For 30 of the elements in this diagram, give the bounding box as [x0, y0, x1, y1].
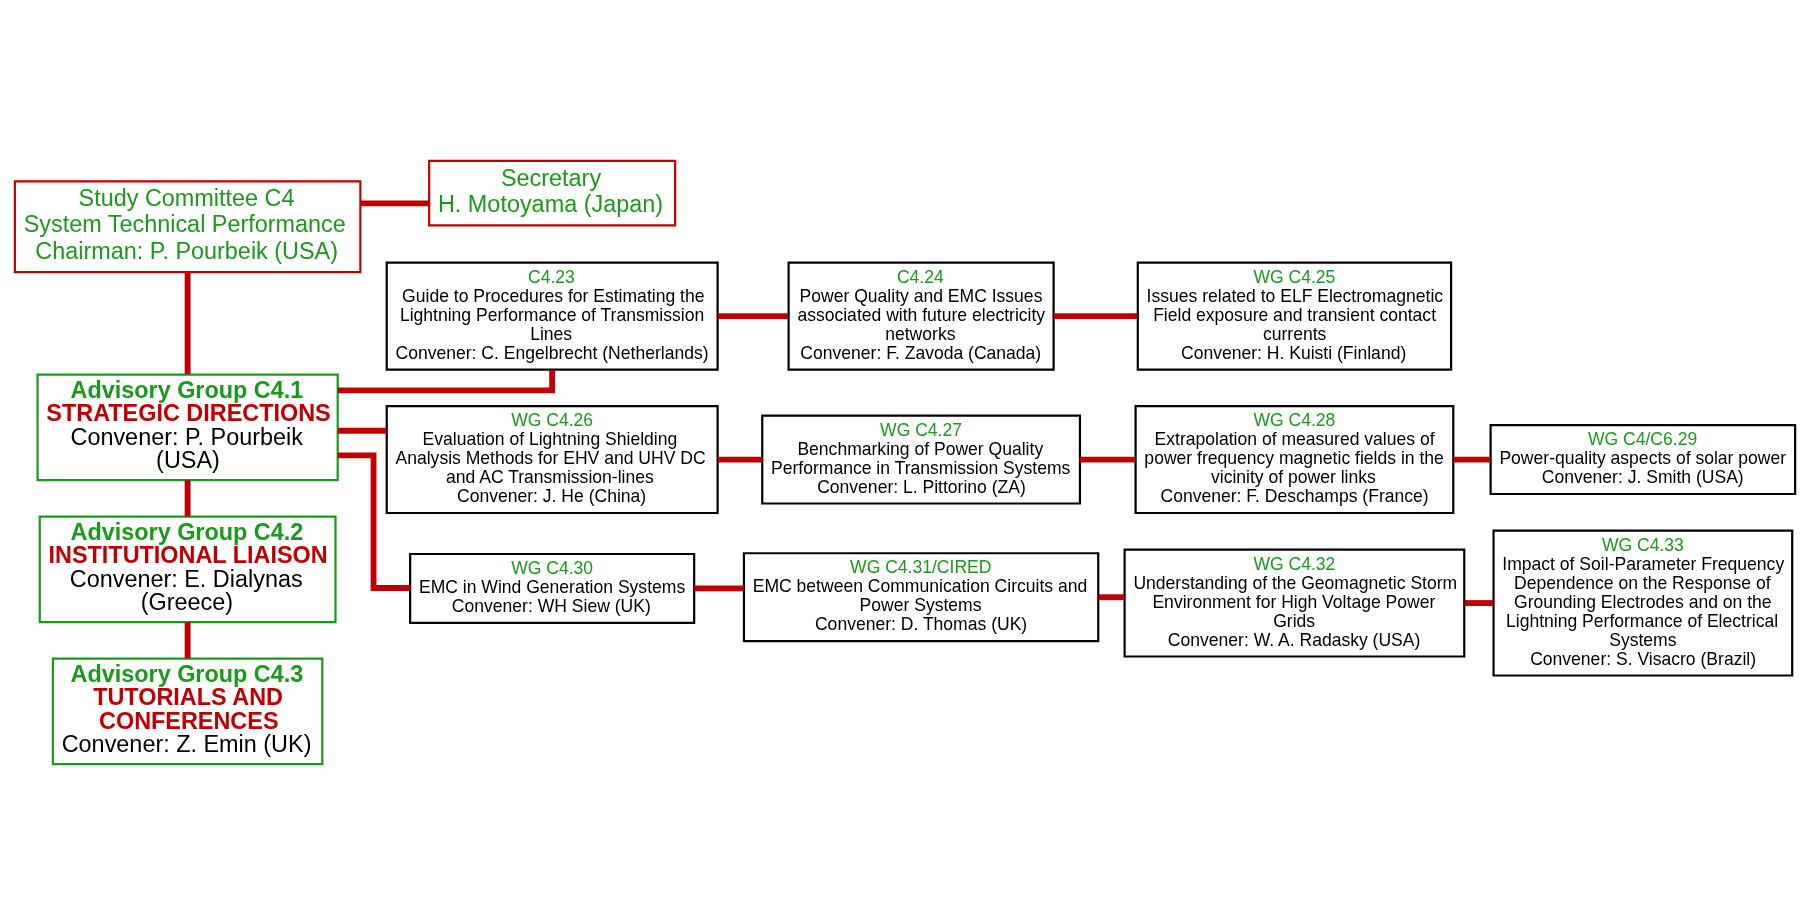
node-box: Secretary H. Motoyama (Japan) — [427, 159, 676, 226]
node-box: WG C4.25 Issues related to ELF Electromagnetic Field exposure and transient contact currents Convener: H. Kuisti (Finland) — [1136, 261, 1452, 371]
connector — [337, 369, 555, 393]
node-box: WG C4.26 Evaluation of Lightning Shielding Analysis Methods for EHV and UHV DC and AC Transmission-lines Convener: J. He (China) — [385, 404, 719, 514]
node-box: C4.24 Power Quality and EMC Issues associated with future electricity networks Convener: F. Zavoda (Canada) — [787, 261, 1055, 371]
connector — [337, 427, 386, 434]
connector — [184, 479, 191, 516]
node-box: Advisory Group C4.1 STRATEGIC DIRECTIONS Convener: P. Pourbeik (USA) — [35, 373, 339, 481]
connector — [1053, 312, 1137, 319]
connector — [1097, 593, 1124, 600]
connector — [184, 621, 191, 658]
node-box: Advisory Group C4.2 INSTITUTIONAL LIAISON Convener: E. Dialynas (Greece) — [38, 515, 337, 623]
node-box: C4.23 Guide to Procedures for Estimating the Lightning Performance of Transmission Lines Convener: C. Engelbrecht (Netherlands) — [385, 261, 719, 371]
connector — [360, 199, 429, 206]
node-box: WG C4.27 Benchmarking of Power Quality Performance in Transmission Systems Convener: L. Pittorino (ZA) — [760, 414, 1081, 505]
node-box: WG C4.30 EMC in Wind Generation Systems Convener: WH Siew (UK) — [408, 552, 695, 624]
connector — [184, 271, 191, 374]
connector — [1464, 599, 1494, 606]
connector — [1079, 456, 1135, 462]
node-box: WG C4.31/CIRED EMC between Communication Circuits and Power Systems Convener: D. Thomas (UK) — [742, 551, 1099, 642]
node-box: Advisory Group C4.3 TUTORIALS AND CONFERENCES Convener: Z. Emin (UK) — [51, 657, 323, 765]
node-box: WG C4.28 Extrapolation of measured values of power frequency magnetic fields in the vicinity of power links Convener: F. Deschamps (France) — [1134, 404, 1454, 514]
node-box: WG C4.32 Understanding of the Geomagnetic Storm Environment for High Voltage Power Grids Convener: W. A. Radasky (USA) — [1123, 548, 1465, 658]
node-box: WG C4.33 Impact of Soil-Parameter Frequency Dependence on the Response of Grounding Electrodes and on the Lightning Performance of Electrical Systems Convener: S. Visacro (Brazil) — [1491, 529, 1793, 677]
connector — [693, 585, 744, 591]
connector — [717, 456, 762, 462]
node-box: Study Committee C4 System Technical Performance Chairman: P. Pourbeik (USA) — [13, 179, 361, 273]
connector — [1452, 456, 1491, 462]
node-box: WG C4/C6.29 Power-quality aspects of solar power Convener: J. Smith (USA) — [1489, 423, 1796, 495]
connector — [717, 312, 788, 319]
